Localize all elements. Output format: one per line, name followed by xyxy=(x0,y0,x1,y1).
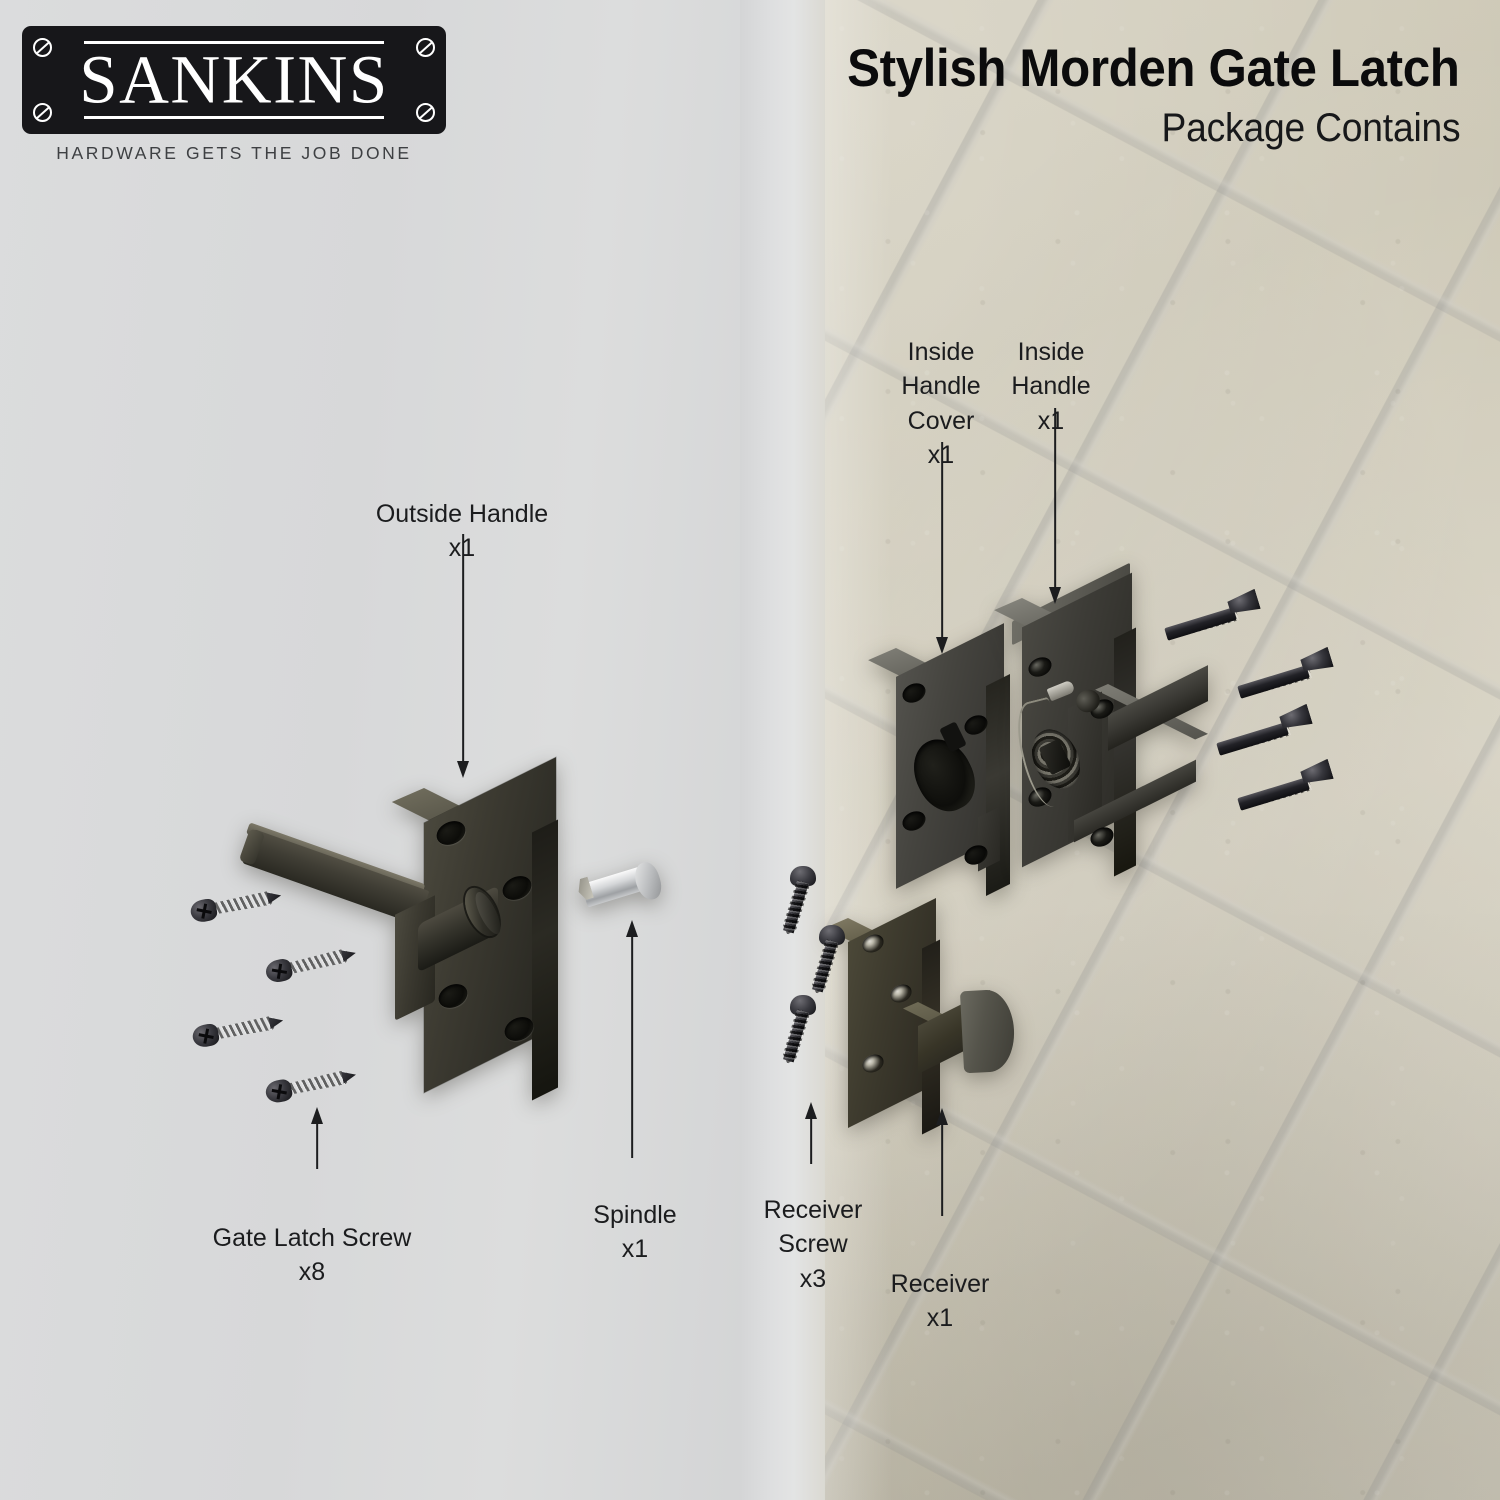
callout-gate-latch-screw: Gate Latch Screw x8 xyxy=(180,1186,444,1324)
callout-label: Gate Latch Screw xyxy=(212,1223,412,1252)
screw-slot-icon xyxy=(33,103,52,122)
arrow-shaft xyxy=(810,1116,812,1164)
gate-latch-screw xyxy=(1228,765,1332,805)
arrow-head xyxy=(805,1102,817,1119)
screw-slot-icon xyxy=(416,38,435,57)
gate-latch-screw xyxy=(1228,653,1332,693)
inside-handle-side-edge xyxy=(1114,627,1136,877)
screw-slot-icon xyxy=(416,103,435,122)
brand-logo: SANKINS HARDWARE GETS THE JOB DONE xyxy=(22,26,452,164)
handle-backplate-side-edge xyxy=(532,819,558,1101)
callout-outside-handle: Outside Handle x1 xyxy=(330,462,594,600)
screw-thread xyxy=(780,880,810,937)
screw-thread xyxy=(809,939,839,996)
callout-qty: x1 xyxy=(330,531,594,566)
callout-label: Spindle xyxy=(593,1200,677,1229)
arrow-head xyxy=(936,637,948,654)
callout-label: Receiver xyxy=(890,1269,990,1298)
arrow-gate-latch-screw xyxy=(310,1107,324,1169)
logo-wordmark: SANKINS xyxy=(79,41,389,118)
gate-latch-screw xyxy=(1155,595,1259,635)
logo-rule-bottom xyxy=(84,116,384,119)
page-subtitle: Package Contains xyxy=(1161,106,1460,150)
screw-thread xyxy=(780,1009,810,1066)
screw-head xyxy=(819,925,845,945)
page-title: Stylish Morden Gate Latch xyxy=(847,39,1461,98)
callout-spindle: Spindle x1 xyxy=(540,1163,730,1301)
arrow-spindle xyxy=(625,920,639,1158)
callout-qty: x1 xyxy=(926,1304,954,1332)
arrow-inside-handle xyxy=(1048,408,1062,604)
callout-label: Receiver Screw xyxy=(763,1195,863,1259)
receiver-screw xyxy=(783,866,827,944)
receiver-screw xyxy=(783,995,827,1073)
callout-label: Inside Handle xyxy=(1011,337,1091,401)
callout-qty: x1 xyxy=(886,438,996,473)
screw-slot-icon xyxy=(33,38,52,57)
logo-rules xyxy=(84,41,384,119)
arrow-head xyxy=(936,1108,948,1125)
arrow-shaft xyxy=(941,442,943,638)
arrow-head xyxy=(626,920,638,937)
callout-qty: x1 xyxy=(1037,406,1065,435)
panel-seam-gradient xyxy=(740,0,830,1500)
arrow-shaft xyxy=(316,1121,318,1169)
arrow-receiver-screw xyxy=(804,1102,818,1164)
callout-inside-handle-cover: Inside Handle Cover x1 xyxy=(886,300,996,507)
receiver-screw xyxy=(812,925,856,1003)
logo-plate: SANKINS xyxy=(22,26,446,134)
arrow-inside-handle-cover xyxy=(935,442,949,654)
screw-head xyxy=(790,995,816,1015)
callout-inside-handle: Inside Handle x1 xyxy=(996,300,1106,473)
arrow-shaft xyxy=(1054,408,1056,588)
arrow-receiver xyxy=(935,1108,949,1216)
logo-rule-top xyxy=(84,41,384,44)
screw-head xyxy=(790,866,816,886)
callout-receiver: Receiver x1 xyxy=(858,1232,1022,1370)
callout-label: Inside Handle Cover xyxy=(901,337,981,435)
callout-qty: x1 xyxy=(621,1235,649,1263)
callout-qty: x3 xyxy=(799,1264,827,1293)
arrow-head xyxy=(1049,587,1061,604)
callout-qty: x8 xyxy=(298,1258,326,1286)
callout-receiver-screw: Receiver Screw x3 xyxy=(742,1158,884,1331)
arrow-outside-handle xyxy=(456,534,470,778)
callout-label: Outside Handle xyxy=(375,499,549,528)
gate-latch-screw xyxy=(1207,710,1311,750)
arrow-shaft xyxy=(462,534,464,762)
logo-tagline: HARDWARE GETS THE JOB DONE xyxy=(56,143,412,163)
arrow-shaft xyxy=(631,934,633,1158)
arrow-shaft xyxy=(941,1122,943,1216)
arrow-head xyxy=(311,1107,323,1124)
left-background-panel xyxy=(0,0,760,1500)
arrow-head xyxy=(457,761,469,778)
